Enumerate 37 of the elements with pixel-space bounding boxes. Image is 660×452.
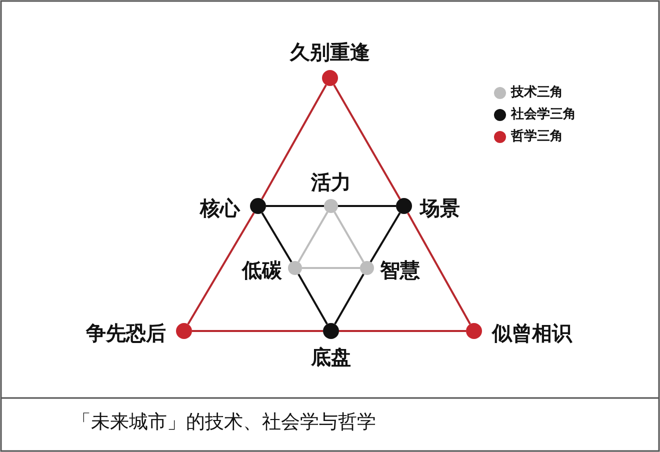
dot <box>288 261 302 275</box>
connector-line <box>298 274 328 325</box>
connector-line <box>339 330 466 332</box>
connector-line <box>266 205 324 207</box>
legend-label: 哲学三角 <box>511 129 563 145</box>
vertex-label: 核心 <box>200 196 240 220</box>
connector-line <box>334 274 364 325</box>
connector-line <box>261 212 292 262</box>
connector-line <box>334 212 364 262</box>
dot <box>323 323 339 339</box>
vertex-label: 活力 <box>311 170 351 194</box>
dot <box>322 70 338 86</box>
connector-line <box>187 212 255 325</box>
caption: 「未来城市」的技术、社会学与哲学 <box>72 410 376 434</box>
vertex-label: 争先恐后 <box>86 321 166 345</box>
connector-line <box>407 212 471 324</box>
vertex-label: 场景 <box>420 196 460 220</box>
connector-line <box>370 212 401 262</box>
vertex-label: 智慧 <box>380 258 420 282</box>
vertex-label: 似曾相识 <box>492 321 572 345</box>
connector-line <box>192 330 323 332</box>
dot <box>466 323 482 339</box>
vertex-label: 低碳 <box>242 258 282 282</box>
connector-line <box>333 84 401 200</box>
dot <box>176 323 192 339</box>
connector-line <box>261 84 327 200</box>
connector-line <box>298 212 328 262</box>
legend-label: 社会学三角 <box>511 107 576 123</box>
vertex-label: 久别重逢 <box>290 40 370 64</box>
dot <box>396 198 412 214</box>
vertex-label: 底盘 <box>311 345 351 369</box>
legend-label: 技术三角 <box>511 85 563 101</box>
dot <box>324 199 338 213</box>
connector-line <box>302 267 360 269</box>
dot <box>250 198 266 214</box>
connector-line <box>338 205 396 207</box>
dot <box>360 261 374 275</box>
